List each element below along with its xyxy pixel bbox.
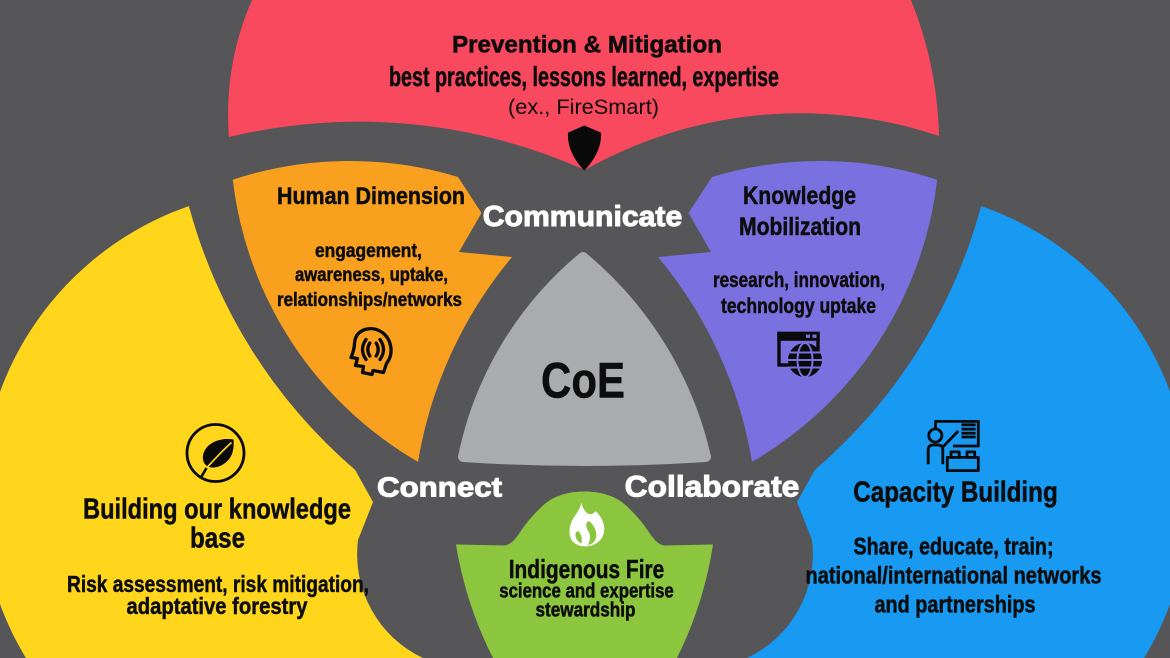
svg-text:research, innovation,: research, innovation, (713, 269, 885, 292)
svg-text:stewardship: stewardship (536, 600, 636, 622)
svg-text:Capacity Building: Capacity Building (853, 477, 1058, 509)
svg-text:Collaborate: Collaborate (625, 471, 800, 504)
svg-text:science and expertise: science and expertise (499, 581, 674, 603)
svg-text:Connect: Connect (377, 471, 502, 502)
svg-text:technology uptake: technology uptake (721, 295, 876, 318)
svg-text:Building our knowledge: Building our knowledge (83, 493, 351, 525)
svg-text:engagement,: engagement, (315, 241, 422, 262)
svg-text:best practices, lessons learne: best practices, lessons learned, experti… (389, 61, 779, 92)
svg-text:base: base (190, 522, 245, 554)
svg-text:adaptative forestry: adaptative forestry (127, 593, 308, 619)
svg-text:and partnerships: and partnerships (875, 592, 1036, 619)
svg-text:Indigenous Fire: Indigenous Fire (509, 554, 665, 584)
svg-text:relationships/networks: relationships/networks (277, 290, 462, 311)
svg-text:awareness, uptake,: awareness, uptake, (295, 265, 448, 286)
svg-text:(ex., FireSmart): (ex., FireSmart) (508, 96, 659, 119)
svg-text:Communicate: Communicate (483, 201, 683, 233)
svg-text:Human Dimension: Human Dimension (277, 183, 465, 210)
svg-text:Risk assessment, risk mitigati: Risk assessment, risk mitigation, (67, 571, 369, 597)
svg-text:Knowledge: Knowledge (743, 182, 856, 210)
svg-text:Share, educate, train;: Share, educate, train; (854, 534, 1054, 561)
svg-text:Prevention & Mitigation: Prevention & Mitigation (452, 31, 722, 58)
svg-text:Mobilization: Mobilization (739, 213, 861, 241)
svg-text:national/international network: national/international networks (806, 563, 1102, 590)
svg-text:CoE: CoE (541, 352, 625, 408)
